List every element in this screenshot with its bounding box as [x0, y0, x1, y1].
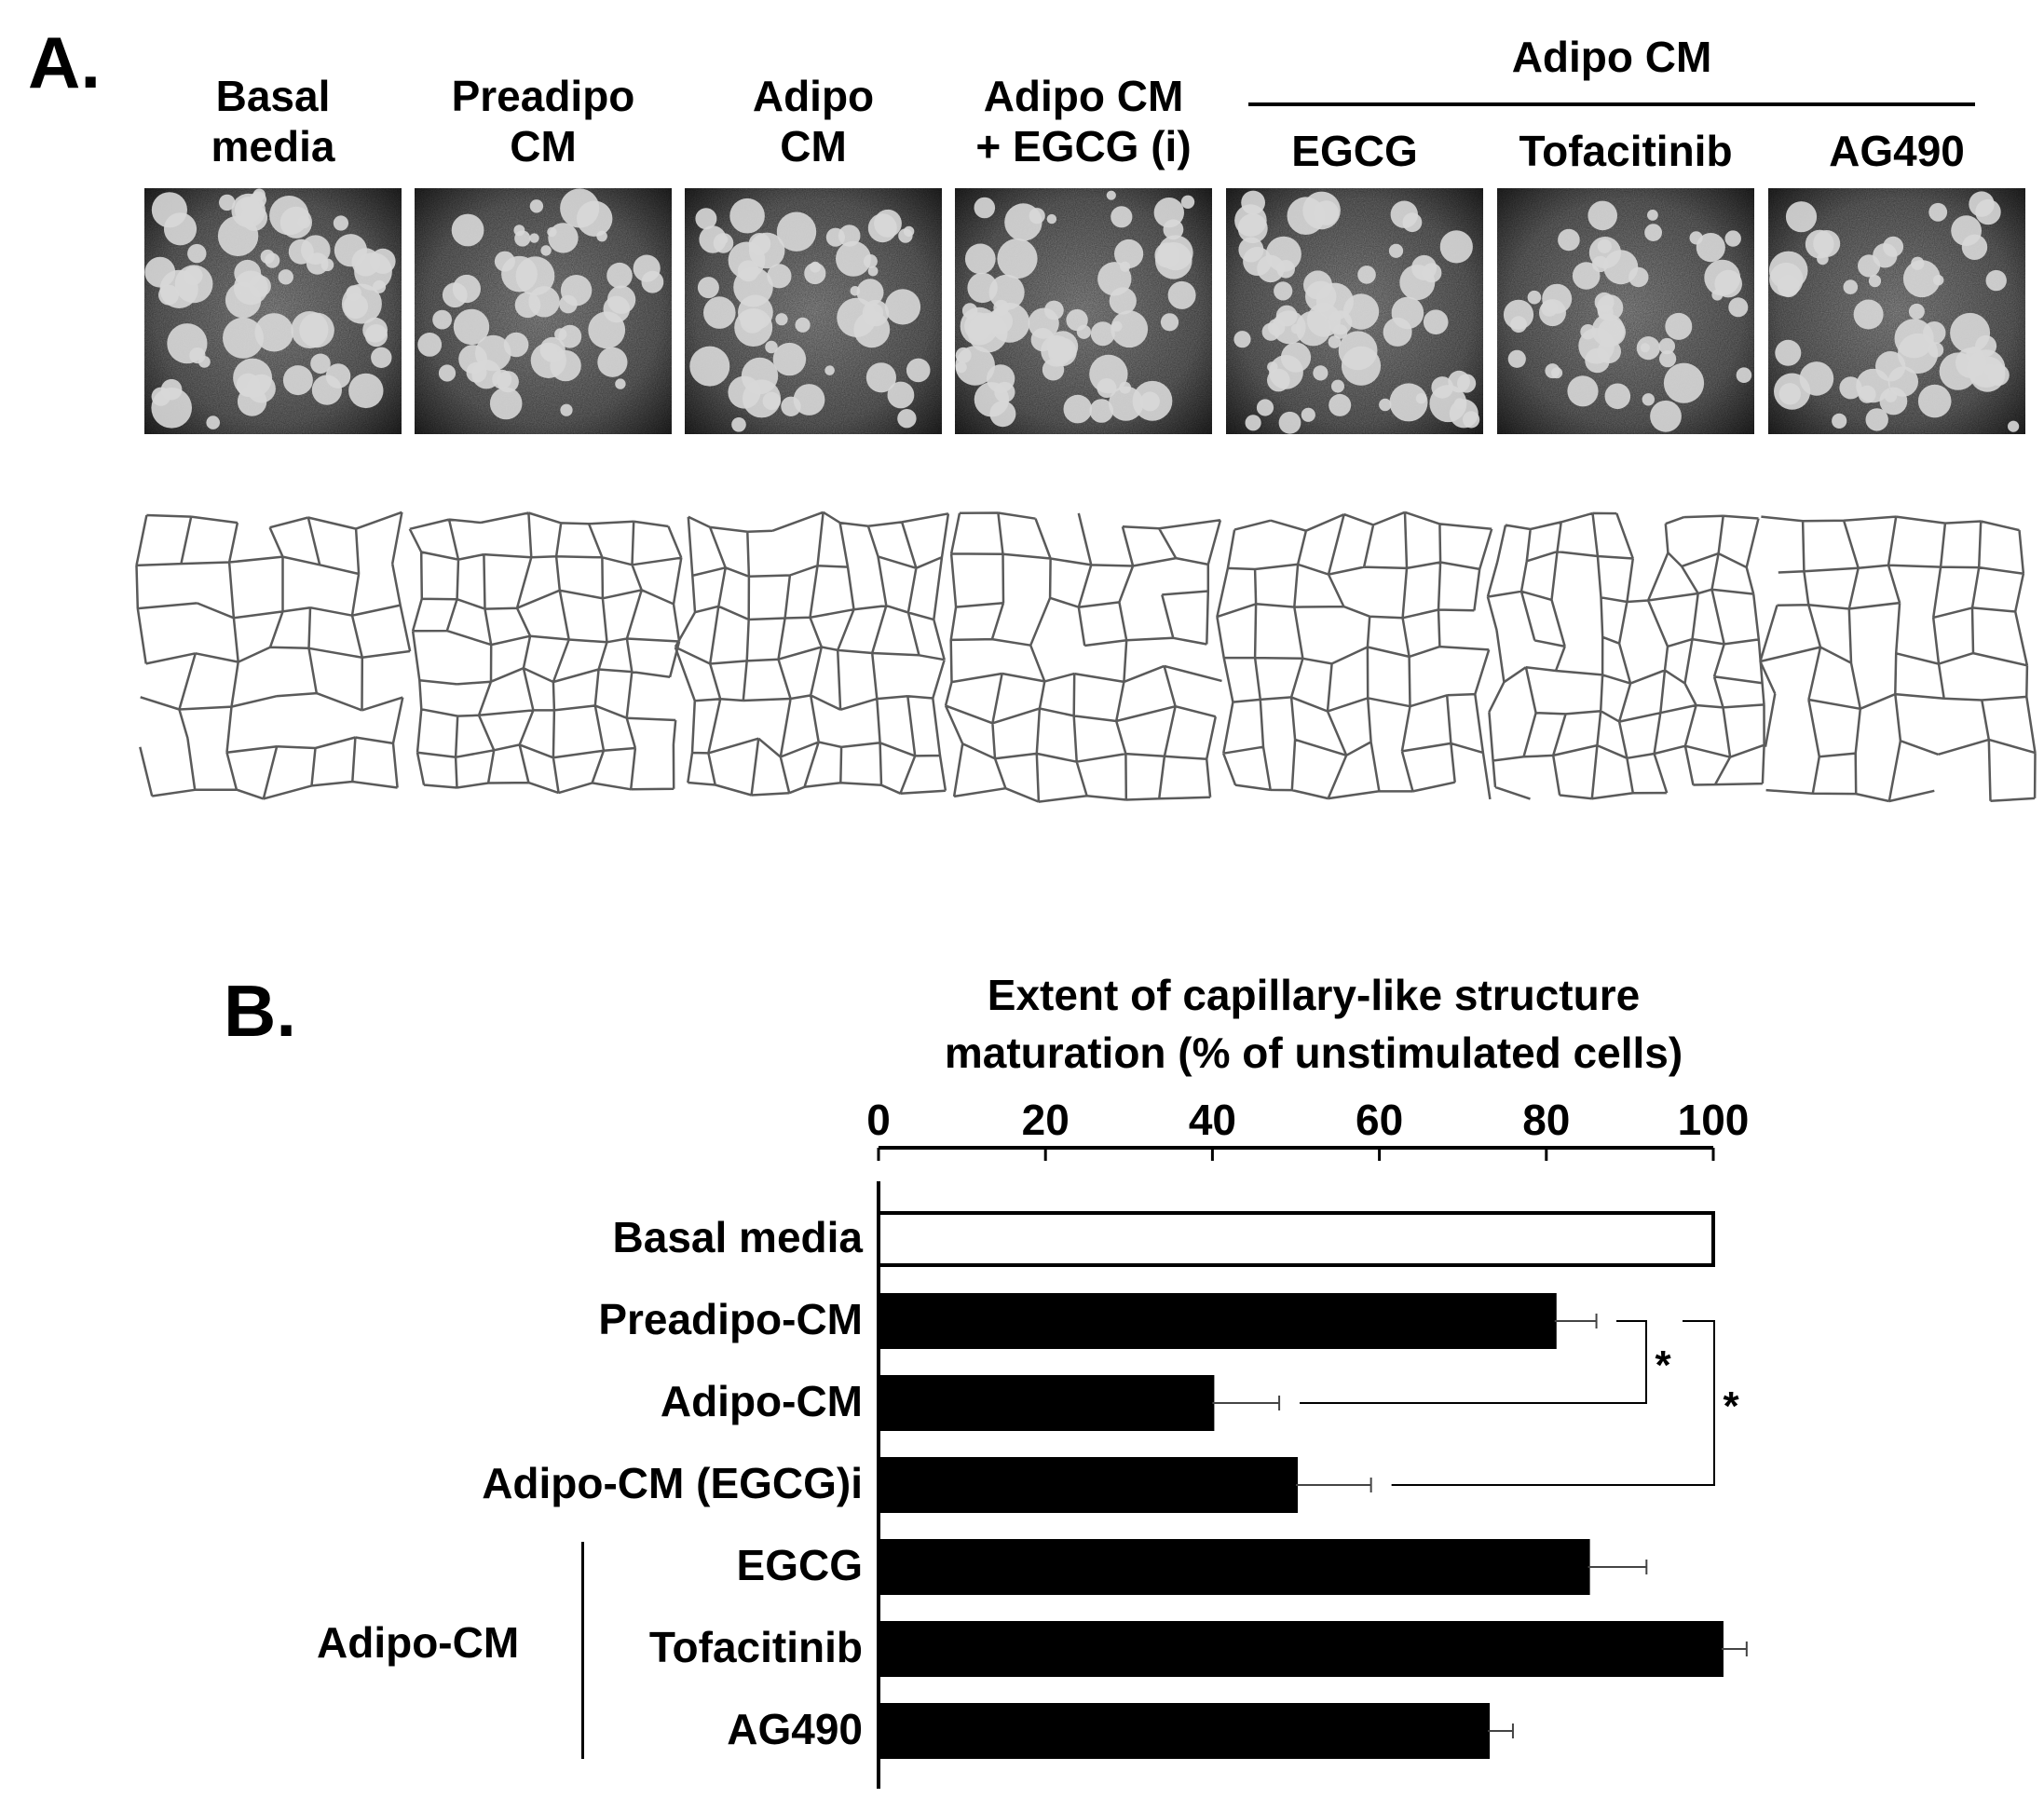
column-label-6: AG490: [1757, 126, 2037, 176]
microscopy-photo-2: [685, 188, 942, 434]
x-axis-title-line1: Extent of capillary-like structure: [987, 971, 1641, 1019]
column-label-4: EGCG: [1215, 126, 1494, 176]
microscopy-photo-6: [1768, 188, 2025, 434]
adipo-cm-group-rule: [1248, 102, 1975, 106]
column-label-line1: Adipo: [752, 72, 875, 120]
column-label-5: Tofacitinib: [1486, 126, 1765, 176]
column-label-line2: media: [211, 122, 335, 170]
network-tracing-0: [135, 511, 412, 800]
x-axis-title-line2: maturation (% of unstimulated cells): [944, 1029, 1683, 1077]
x-tick-label: 40: [1189, 1096, 1236, 1144]
network-tracing-2: [674, 511, 950, 797]
bar-category-label: Basal media: [612, 1213, 863, 1261]
bar-1: [877, 1293, 1557, 1349]
x-tick-label: 100: [1678, 1096, 1750, 1144]
column-label-line2: CM: [510, 122, 577, 170]
adipo-cm-group-bracket: [581, 1542, 584, 1759]
bar-category-label: EGCG: [736, 1541, 863, 1589]
column-label-3: Adipo CM+ EGCG (i): [944, 71, 1223, 171]
network-tracing-1: [408, 511, 683, 795]
bar-category-label: Adipo-CM (EGCG)i: [482, 1459, 863, 1507]
column-label-line1: Preadipo: [451, 72, 635, 120]
microscopy-photo-3: [955, 188, 1212, 434]
adipo-cm-group-header: Adipo CM: [1511, 33, 1712, 81]
column-label-line2: + EGCG (i): [975, 122, 1192, 170]
adipo-cm-group-label: Adipo-CM: [317, 1618, 520, 1667]
bar-category-label: Tofacitinib: [648, 1623, 863, 1671]
bar-4: [877, 1539, 1590, 1595]
column-label-line1: Basal: [215, 72, 331, 120]
network-tracing-6: [1759, 515, 2037, 803]
microscopy-photo-0: [144, 188, 402, 434]
microscopy-photo-5: [1497, 188, 1754, 434]
x-tick-label: 60: [1356, 1096, 1403, 1144]
x-tick-label: 80: [1522, 1096, 1570, 1144]
significance-label: *: [1723, 1383, 1739, 1429]
panel-b-letter: B.: [224, 970, 296, 1052]
bar-0: [877, 1211, 1715, 1267]
bar-5: [877, 1621, 1724, 1677]
network-tracing-4: [1216, 511, 1493, 800]
network-tracing-3: [944, 511, 1222, 803]
bar-category-label: Adipo-CM: [660, 1377, 863, 1425]
x-tick-label: 0: [866, 1096, 891, 1144]
column-label-line2: CM: [780, 122, 847, 170]
microscopy-photo-4: [1226, 188, 1483, 434]
column-label-line1: EGCG: [1291, 127, 1418, 175]
column-label-line1: Tofacitinib: [1519, 127, 1733, 175]
significance-bracket: [1391, 1320, 1715, 1486]
bar-3: [877, 1457, 1298, 1513]
microscopy-photo-1: [415, 188, 672, 434]
panel-a-letter: A.: [28, 21, 101, 103]
column-label-line1: AG490: [1829, 127, 1965, 175]
microscopy-tiles: [135, 188, 2037, 803]
bar-category-label: Preadipo-CM: [598, 1295, 863, 1343]
bar-6: [877, 1703, 1491, 1759]
column-label-line1: Adipo CM: [983, 72, 1184, 120]
significance-label: *: [1655, 1342, 1671, 1388]
significance-bracket: [1300, 1320, 1647, 1404]
network-tracing-5: [1486, 511, 1765, 800]
x-tick-label: 20: [1022, 1096, 1070, 1144]
bar-category-label: AG490: [727, 1705, 863, 1753]
bar-2: [877, 1375, 1215, 1431]
